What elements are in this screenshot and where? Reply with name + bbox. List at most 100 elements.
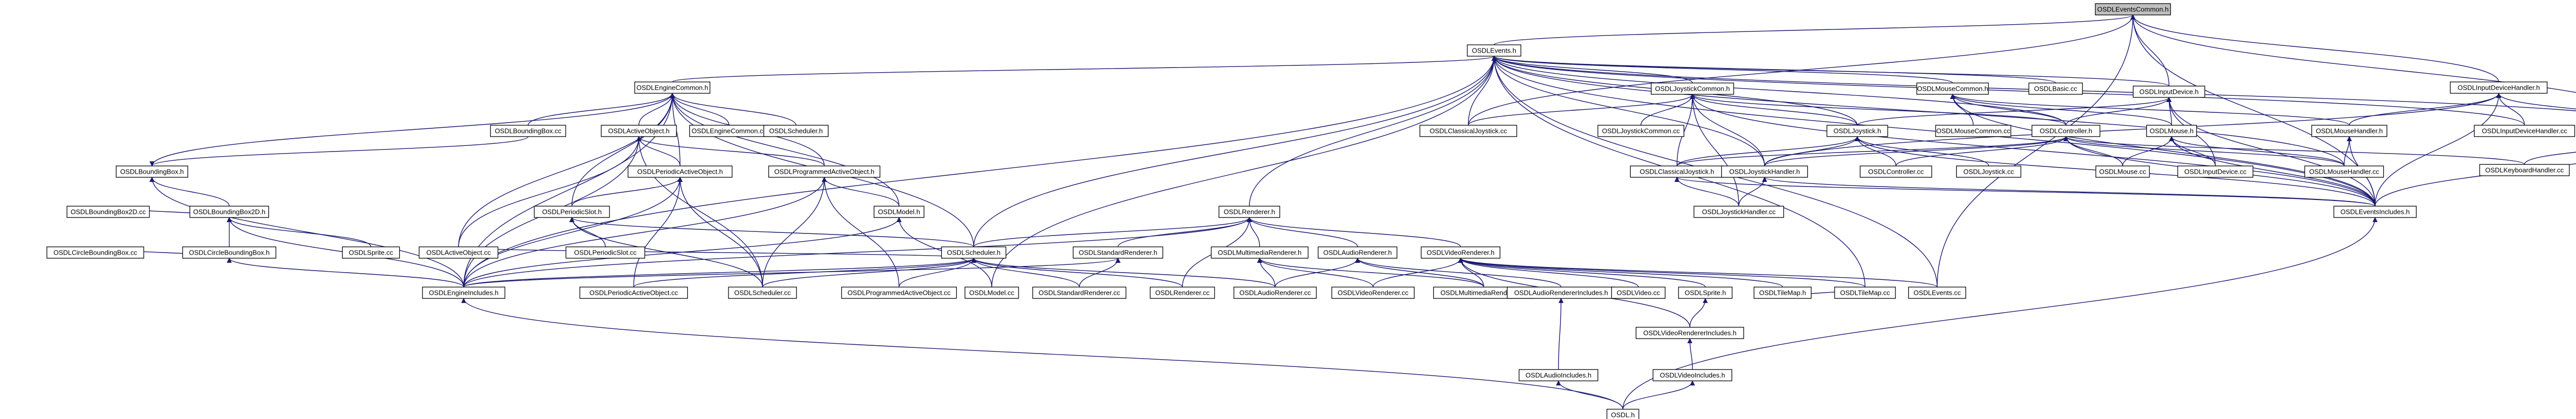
node-audiorendererincludes-h[interactable]: OSDLAudioRendererIncludes.h bbox=[1506, 287, 1616, 299]
node-engineincludes-h[interactable]: OSDLEngineIncludes.h bbox=[422, 287, 505, 299]
node-controller-cc[interactable]: OSDLController.cc bbox=[1859, 165, 1933, 178]
node-joystickcommon-h[interactable]: OSDLJoystickCommon.h bbox=[1651, 82, 1734, 95]
node-mousecommon-h[interactable]: OSDLMouseCommon.h bbox=[1916, 82, 1989, 95]
edge-periodicactiveobject_h-to-scheduler_cc bbox=[677, 177, 763, 288]
node-classicaljoystick-cc[interactable]: OSDLClassicalJoystick.cc bbox=[1419, 125, 1517, 137]
node-mousehandler-cc[interactable]: OSDLMouseHandler.cc bbox=[2304, 165, 2384, 178]
node-scheduler-h[interactable]: OSDLScheduler.h bbox=[763, 125, 829, 137]
node-scheduler-cc[interactable]: OSDLScheduler.cc bbox=[728, 287, 797, 299]
node-scheduler-h2[interactable]: OSDLScheduler.h bbox=[941, 246, 1007, 259]
node-keyboardhandler-cc[interactable]: OSDLKeyboardHandler.cc bbox=[2479, 164, 2570, 176]
node-boundingbox2d-cc[interactable]: OSDLBoundingBox2D.cc bbox=[66, 206, 150, 218]
node-box bbox=[1753, 287, 1812, 299]
node-inputdevicehandler-h[interactable]: OSDLInputDeviceHandler.h bbox=[2450, 81, 2548, 94]
node-box bbox=[1149, 287, 1215, 299]
node-tilemap-cc[interactable]: OSDLTileMap.cc bbox=[1834, 287, 1896, 299]
node-inputdevicehandler-cc[interactable]: OSDLInputDeviceHandler.cc bbox=[2473, 125, 2575, 137]
node-mouse-h[interactable]: OSDLMouse.h bbox=[2146, 125, 2197, 137]
edge-enginecommon_h-to-boundingbox_cc bbox=[528, 93, 675, 126]
node-box bbox=[579, 287, 688, 299]
edge-audiorenderer_h-to-audiorenderer_cc bbox=[1275, 258, 1360, 288]
node-enginecommon-cc[interactable]: OSDLEngineCommon.cc bbox=[689, 125, 769, 137]
node-periodicactiveobject-h[interactable]: OSDLPeriodicActiveObject.h bbox=[628, 165, 733, 178]
node-label: OSDLEvents.h bbox=[1472, 46, 1516, 54]
edge-renderer_h-to-audiorenderer_h bbox=[1247, 217, 1358, 247]
node-periodicslot-h[interactable]: OSDLPeriodicSlot.h bbox=[534, 206, 610, 218]
node-programmedactiveobject-cc[interactable]: OSDLProgrammedActiveObject.cc bbox=[841, 287, 957, 299]
node-videoincludes-h[interactable]: OSDLVideoIncludes.h bbox=[1652, 369, 1733, 381]
node-inputdevice-h[interactable]: OSDLInputDevice.h bbox=[2132, 86, 2206, 98]
node-model-cc[interactable]: OSDLModel.cc bbox=[964, 287, 1019, 299]
node-label: OSDLPeriodicActiveObject.h bbox=[637, 167, 723, 175]
node-standardrenderer-cc[interactable]: OSDLStandardRenderer.cc bbox=[1032, 287, 1127, 299]
edge-videoincludes_h-to-osdl_h bbox=[1622, 380, 1695, 410]
node-label: OSDLJoystick.h bbox=[1834, 127, 1881, 135]
node-boundingbox2d-h[interactable]: OSDLBoundingBox2D.h bbox=[189, 206, 269, 218]
node-model-h[interactable]: OSDLModel.h bbox=[873, 206, 925, 218]
node-events-cc[interactable]: OSDLEvents.cc bbox=[1908, 287, 1967, 299]
node-eventsincludes-h[interactable]: OSDLEventsIncludes.h bbox=[2333, 206, 2417, 218]
node-standardrenderer-h[interactable]: OSDLStandardRenderer.h bbox=[1073, 246, 1163, 259]
node-label: OSDLActiveObject.h bbox=[608, 127, 669, 135]
node-joystickhandler-cc[interactable]: OSDLJoystickHandler.cc bbox=[1693, 206, 1784, 218]
edge-joystickcommon_h-to-classicaljoystick_cc bbox=[1468, 94, 1695, 126]
node-label: OSDLInputDevice.cc bbox=[2184, 167, 2247, 175]
node-label: OSDLActiveObject.cc bbox=[427, 248, 491, 256]
edge-audiorendererincludes_h-to-audioincludes_h bbox=[1558, 298, 1564, 370]
node-audiorenderer-cc[interactable]: OSDLAudioRenderer.cc bbox=[1233, 287, 1317, 299]
node-controller-h[interactable]: OSDLController.h bbox=[2031, 125, 2100, 137]
edge-joystickcommon_h-to-joystickhandler_cc bbox=[1690, 94, 1739, 207]
node-periodicslot-cc[interactable]: OSDLPeriodicSlot.cc bbox=[565, 246, 646, 259]
node-label: OSDLEvents.cc bbox=[1913, 289, 1961, 296]
edge-mousecommon_h-to-controller_h bbox=[1950, 94, 2066, 126]
edge-mousecommon_h-to-eventsincludes_h bbox=[1950, 94, 2376, 207]
node-sprite-h[interactable]: OSDLSprite.h bbox=[1678, 287, 1733, 299]
node-joystickcommon-cc[interactable]: OSDLJoystickCommon.cc bbox=[1597, 125, 1685, 137]
node-box bbox=[1597, 125, 1685, 137]
edge-programmedactiveobject_h-to-scheduler_cc bbox=[762, 177, 827, 288]
node-enginecommon-h[interactable]: OSDLEngineCommon.h bbox=[634, 81, 710, 94]
node-audiorenderer-h[interactable]: OSDLAudioRenderer.h bbox=[1317, 246, 1398, 259]
edge-inputdevice_h-to-controller_h bbox=[2065, 97, 2172, 126]
node-periodicactiveobject-cc[interactable]: OSDLPeriodicActiveObject.cc bbox=[579, 287, 688, 299]
node-activeobject-h[interactable]: OSDLActiveObject.h bbox=[601, 125, 677, 137]
node-activeobject-cc[interactable]: OSDLActiveObject.cc bbox=[418, 246, 499, 259]
node-mousecommon-cc[interactable]: OSDLMouseCommon.cc bbox=[1935, 125, 2011, 137]
node-tilemap-h[interactable]: OSDLTileMap.h bbox=[1753, 287, 1812, 299]
node-video-cc[interactable]: OSDLVideo.cc bbox=[1611, 287, 1666, 299]
node-classicaljoystick-h[interactable]: OSDLClassicalJoystick.h bbox=[1630, 165, 1724, 178]
node-mouse-cc[interactable]: OSDLMouse.cc bbox=[2095, 165, 2150, 178]
node-multimediarenderer-h[interactable]: OSDLMultimediaRenderer.h bbox=[1211, 246, 1309, 259]
node-joystick-h[interactable]: OSDLJoystick.h bbox=[1826, 125, 1888, 137]
node-circleboundingbox-cc[interactable]: OSDLCircleBoundingBox.cc bbox=[46, 246, 144, 259]
node-renderer-cc[interactable]: OSDLRenderer.cc bbox=[1149, 287, 1215, 299]
edge-eventsincludes_h-to-osdl_h bbox=[1622, 217, 2378, 410]
node-label: OSDLBasic.cc bbox=[2034, 85, 2077, 92]
edge-periodicslot_h-to-scheduler_h2 bbox=[569, 217, 974, 247]
edge-videorenderer_h-to-events_cc bbox=[1458, 258, 1938, 288]
node-circleboundingbox-h[interactable]: OSDLCircleBoundingBox.h bbox=[182, 246, 277, 259]
node-audioincludes-h[interactable]: OSDLAudioIncludes.h bbox=[1518, 369, 1599, 381]
node-label: OSDLMouseCommon.h bbox=[1917, 85, 1988, 92]
node-events-h[interactable]: OSDLEvents.h bbox=[1467, 44, 1521, 57]
node-boundingbox-cc[interactable]: OSDLBoundingBox.cc bbox=[490, 125, 566, 137]
node-videorenderer-h[interactable]: OSDLVideoRenderer.h bbox=[1420, 246, 1501, 259]
edge-controller_h-to-classicaljoystick_h bbox=[1676, 136, 2069, 166]
node-osdl-h[interactable]: OSDL.h bbox=[1606, 409, 1639, 419]
node-box bbox=[565, 246, 646, 259]
edge-periodicactiveobject_h-to-engineincludes_h bbox=[463, 177, 683, 288]
node-videorendererincludes-h[interactable]: OSDLVideoRendererIncludes.h bbox=[1635, 327, 1744, 339]
node-basic-cc[interactable]: OSDLBasic.cc bbox=[2028, 82, 2083, 95]
node-label: OSDLScheduler.cc bbox=[734, 289, 791, 296]
node-mousehandler-h[interactable]: OSDLMouseHandler.h bbox=[2311, 125, 2387, 137]
node-box bbox=[2132, 86, 2206, 98]
node-joystickhandler-h[interactable]: OSDLJoystickHandler.h bbox=[1721, 165, 1808, 178]
node-joystick-cc[interactable]: OSDLJoystick.cc bbox=[1956, 165, 2022, 178]
node-boundingbox-h[interactable]: OSDLBoundingBox.h bbox=[115, 165, 189, 178]
node-renderer-h[interactable]: OSDLRenderer.h bbox=[1218, 206, 1280, 218]
node-label: OSDLSprite.cc bbox=[349, 248, 393, 256]
node-inputdevice-cc[interactable]: OSDLInputDevice.cc bbox=[2177, 165, 2253, 178]
node-sprite-cc[interactable]: OSDLSprite.cc bbox=[342, 246, 400, 259]
node-videorenderer-cc[interactable]: OSDLVideoRenderer.cc bbox=[1331, 287, 1415, 299]
node-programmedactiveobject-h[interactable]: OSDLProgrammedActiveObject.h bbox=[768, 165, 880, 178]
